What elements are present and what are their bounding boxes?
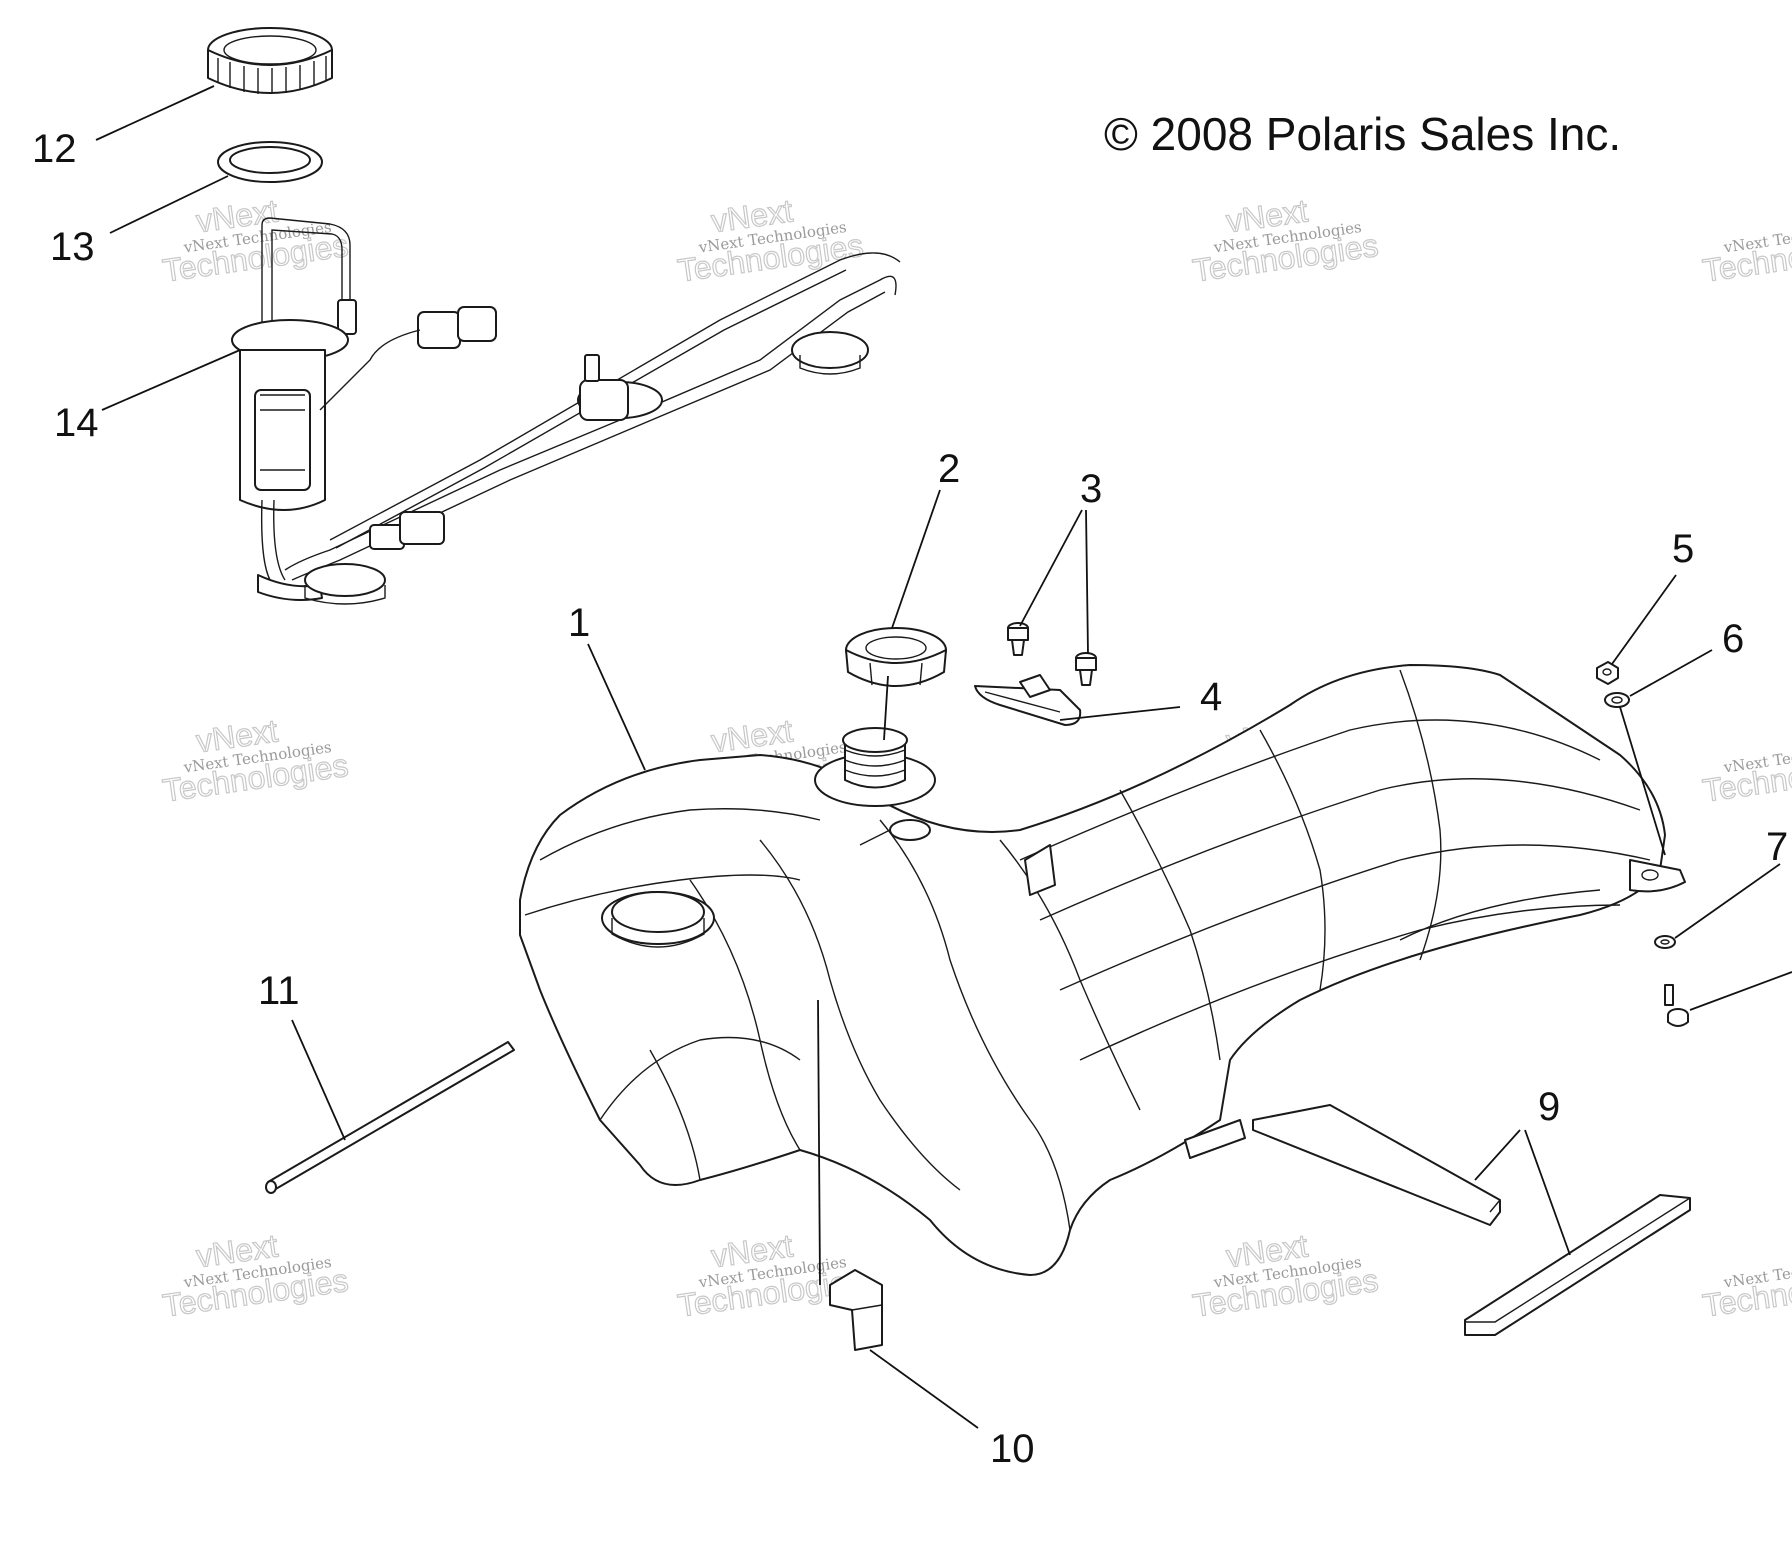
callout-2: 2	[938, 447, 960, 491]
watermark: vNext vNext Technologies Technologies	[160, 712, 351, 809]
leader-3b	[1085, 509, 1089, 655]
bracket-part	[974, 674, 1082, 726]
gasket-part	[217, 141, 323, 183]
leader-3a	[1019, 509, 1083, 627]
watermark: vNext Technologies Technologies	[1700, 1253, 1792, 1324]
leader-1	[587, 643, 646, 771]
watermark: vNext vNext Technologies Technologies	[675, 192, 866, 289]
leader-9b	[1524, 1129, 1571, 1256]
leader-14	[101, 349, 241, 411]
mount-bolt-part	[1654, 935, 1689, 1027]
leader-8	[1689, 971, 1792, 1011]
watermark: vNext vNext Technologies Technologies	[160, 192, 351, 289]
leader-10b	[817, 999, 821, 1286]
callout-1: 1	[568, 601, 590, 645]
callout-7: 7	[1766, 825, 1788, 869]
leader-6	[1629, 649, 1713, 697]
callout-9: 9	[1538, 1085, 1560, 1129]
leader-10	[869, 1349, 979, 1429]
watermark: vNext Technologies Technologies	[1700, 738, 1792, 809]
callout-13: 13	[50, 225, 95, 269]
lock-ring-part	[207, 27, 333, 94]
leader-2b	[883, 675, 889, 741]
callout-12: 12	[32, 127, 77, 171]
leader-12	[95, 85, 215, 141]
callout-10: 10	[990, 1427, 1035, 1471]
callout-14: 14	[54, 401, 99, 445]
leader-2	[891, 489, 941, 629]
fuel-pump-assembly-part	[231, 217, 901, 605]
leader-9a	[1474, 1129, 1521, 1181]
callout-6: 6	[1722, 617, 1744, 661]
leader-11	[291, 1019, 346, 1141]
watermark: vNext vNext Technologies Technologies	[675, 1227, 866, 1324]
watermark: vNext vNext Technologies Technologies	[160, 1227, 351, 1324]
copyright-text: © 2008 Polaris Sales Inc.	[1104, 108, 1621, 160]
watermark: vNext vNext Technologies Technologies	[1190, 1227, 1381, 1324]
leader-13	[109, 175, 229, 234]
callout-4: 4	[1200, 675, 1222, 719]
nut-part	[1596, 661, 1619, 685]
pad-part	[1252, 1104, 1691, 1336]
callout-labels: 12 13 14 1 2 3 4 5 6 7 9 10 11	[32, 127, 1788, 1471]
filler-neck	[814, 727, 936, 846]
leader-5	[1611, 574, 1677, 665]
fuel-cap-part	[845, 627, 947, 687]
foam-block-part	[829, 1269, 883, 1351]
leader-4	[1059, 706, 1181, 721]
leader-7	[1674, 863, 1781, 939]
fuel-tank-part	[519, 664, 1686, 1276]
washer-part	[1604, 692, 1630, 708]
leader-6b	[1619, 706, 1666, 856]
pump-opening	[601, 891, 715, 948]
watermark: vNext Technologies Technologies	[1700, 218, 1792, 289]
leader-lines	[95, 85, 1792, 1429]
watermark: vNext vNext Technologies Technologies	[1190, 192, 1381, 289]
callout-11: 11	[258, 969, 300, 1013]
bolt-part	[1007, 622, 1097, 686]
tube-part	[265, 1041, 515, 1194]
callout-5: 5	[1672, 527, 1694, 571]
callout-3: 3	[1080, 467, 1102, 511]
